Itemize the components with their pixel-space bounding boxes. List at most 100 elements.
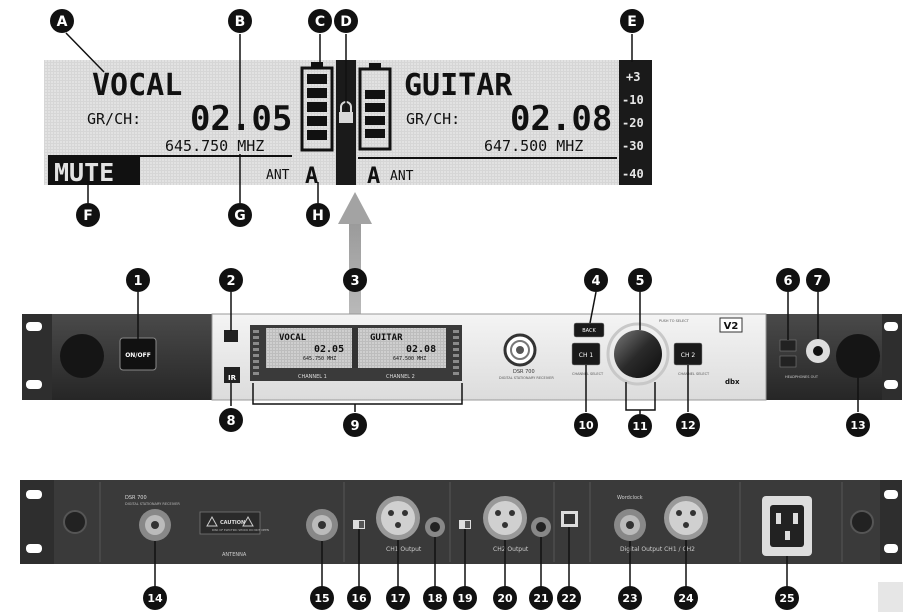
callout-13: 13 <box>846 413 870 437</box>
headphone-ch1-button[interactable] <box>779 339 797 352</box>
front-callouts: 1 2 3 4 5 6 7 8 9 10 11 12 13 <box>126 268 870 438</box>
ch2-grch-label: GR/CH: <box>406 110 460 128</box>
callout-e: E <box>620 9 644 33</box>
headphone-ch2-button[interactable] <box>779 355 797 368</box>
front-lcd-ch1-freq: 645.750 MHZ <box>303 356 336 362</box>
svg-text:6: 6 <box>783 274 792 289</box>
back-button[interactable] <box>573 322 605 338</box>
front-lcd-ch1-grch: 02.05 <box>314 344 344 355</box>
power-button-label: ON/OFF <box>125 352 151 359</box>
front-leader-lines <box>137 291 859 414</box>
meter-tick-label: +3 <box>626 70 640 84</box>
digital-output-label: Digital Output CH1 / CH2 <box>620 546 695 553</box>
callout-h: H <box>306 203 330 227</box>
callout-1: 1 <box>126 268 150 292</box>
callout-20: 20 <box>493 586 517 610</box>
channel2-label: CHANNEL 2 <box>386 374 415 380</box>
svg-text:H: H <box>312 208 324 224</box>
ch1-grch-label: GR/CH: <box>87 110 141 128</box>
callout-17: 17 <box>386 586 410 610</box>
svg-text:11: 11 <box>632 420 647 433</box>
callout-7: 7 <box>806 268 830 292</box>
wordclock-connector <box>614 509 646 541</box>
channel-select-label: CHANNEL SELECT <box>572 372 604 376</box>
ch1-xlr-output <box>376 496 420 540</box>
svg-text:1: 1 <box>133 274 142 289</box>
callout-14: 14 <box>143 586 167 610</box>
meter-tick-label: -30 <box>622 139 644 153</box>
zoom-arrow <box>338 192 372 322</box>
svg-text:3: 3 <box>350 274 359 289</box>
mute-button[interactable] <box>224 330 238 342</box>
antenna-label: ANTENNA <box>222 552 247 558</box>
svg-text:5: 5 <box>635 274 644 289</box>
svg-text:18: 18 <box>427 592 442 605</box>
digital-xlr-output <box>664 496 708 540</box>
ch2-xlr-output <box>483 496 527 540</box>
front-rack-ear-right <box>880 314 902 400</box>
push-to-select-label: PUSH TO SELECT <box>659 319 690 323</box>
mute-badge <box>48 156 140 185</box>
svg-text:25: 25 <box>779 592 794 605</box>
svg-text:10: 10 <box>578 419 594 432</box>
lcd-closeup: VOCAL GR/CH: 02.05 645.750 MHZ MUTE ANT … <box>44 60 652 189</box>
wordclock-label: Wordclock <box>617 495 643 501</box>
rear-rack-ear-right <box>880 480 902 564</box>
rotary-knob[interactable] <box>614 330 662 378</box>
mute-label: MUTE <box>54 158 114 187</box>
callout-11: 11 <box>628 414 652 438</box>
callout-2: 2 <box>219 268 243 292</box>
callout-15: 15 <box>310 586 334 610</box>
antenna-a-connector <box>139 509 171 541</box>
akg-logo <box>503 333 537 367</box>
callout-16: 16 <box>347 586 371 610</box>
ch2-output-label: CH2 Output <box>493 546 529 553</box>
ir-sensor <box>224 367 240 383</box>
rear-model-label: DSR 700 <box>125 495 147 501</box>
caution-sub-text: RISK OF ELECTRIC SHOCK DO NOT OPEN <box>212 528 269 532</box>
ch1-name: VOCAL <box>92 68 182 103</box>
front-ch2-meter <box>453 330 459 375</box>
level-meter-strip <box>619 60 652 185</box>
callout-4: 4 <box>584 268 608 292</box>
ch2-name: GUITAR <box>404 68 513 103</box>
rear-panel: DSR 700 DIGITAL STATIONARY RECEIVER CAUT… <box>20 480 902 564</box>
callout-24: 24 <box>674 586 698 610</box>
headphones-out-label: HEADPHONES OUT <box>785 375 819 379</box>
front-lcd-ch2-name: GUITAR <box>370 333 403 343</box>
callout-c: C <box>308 9 332 33</box>
meter-tick-label: -20 <box>622 116 644 130</box>
callout-g: G <box>228 203 252 227</box>
caution-text: CAUTION <box>220 520 245 526</box>
caution-label <box>199 511 261 535</box>
antenna-b-connector <box>306 509 338 541</box>
callout-23: 23 <box>618 586 642 610</box>
v2-badge-label: V2 <box>724 321 739 332</box>
meter-tick-label: -40 <box>622 167 644 181</box>
svg-text:4: 4 <box>591 274 600 289</box>
ch2-ant-value: A <box>367 164 380 189</box>
ch1-ant-label: ANT <box>266 168 290 183</box>
callout-a: A <box>50 9 74 33</box>
svg-text:9: 9 <box>350 419 359 434</box>
channel1-label: CHANNEL 1 <box>298 374 327 380</box>
ch1-select-label: CH 1 <box>579 352 594 359</box>
svg-text:23: 23 <box>622 592 637 605</box>
rear-leader-lines <box>154 527 788 588</box>
meter-scale: +3 -10 -20 -30 -40 <box>622 70 644 181</box>
svg-text:16: 16 <box>351 592 367 605</box>
callout-5: 5 <box>628 268 652 292</box>
svg-text:7: 7 <box>813 274 822 289</box>
ch1-output-label: CH1 Output <box>386 546 422 553</box>
front-panel: ON/OFF IR VOCAL 02.05 645.750 MHZ GUITAR… <box>22 313 902 401</box>
front-model-label: DSR 700 <box>513 369 535 375</box>
callout-f: F <box>76 203 100 227</box>
callout-9: 9 <box>343 413 367 437</box>
svg-text:C: C <box>315 14 325 30</box>
svg-text:A: A <box>57 14 68 30</box>
v2-badge <box>719 317 743 333</box>
callout-3: 3 <box>343 268 367 292</box>
power-inlet <box>762 496 812 556</box>
svg-text:D: D <box>340 14 352 30</box>
